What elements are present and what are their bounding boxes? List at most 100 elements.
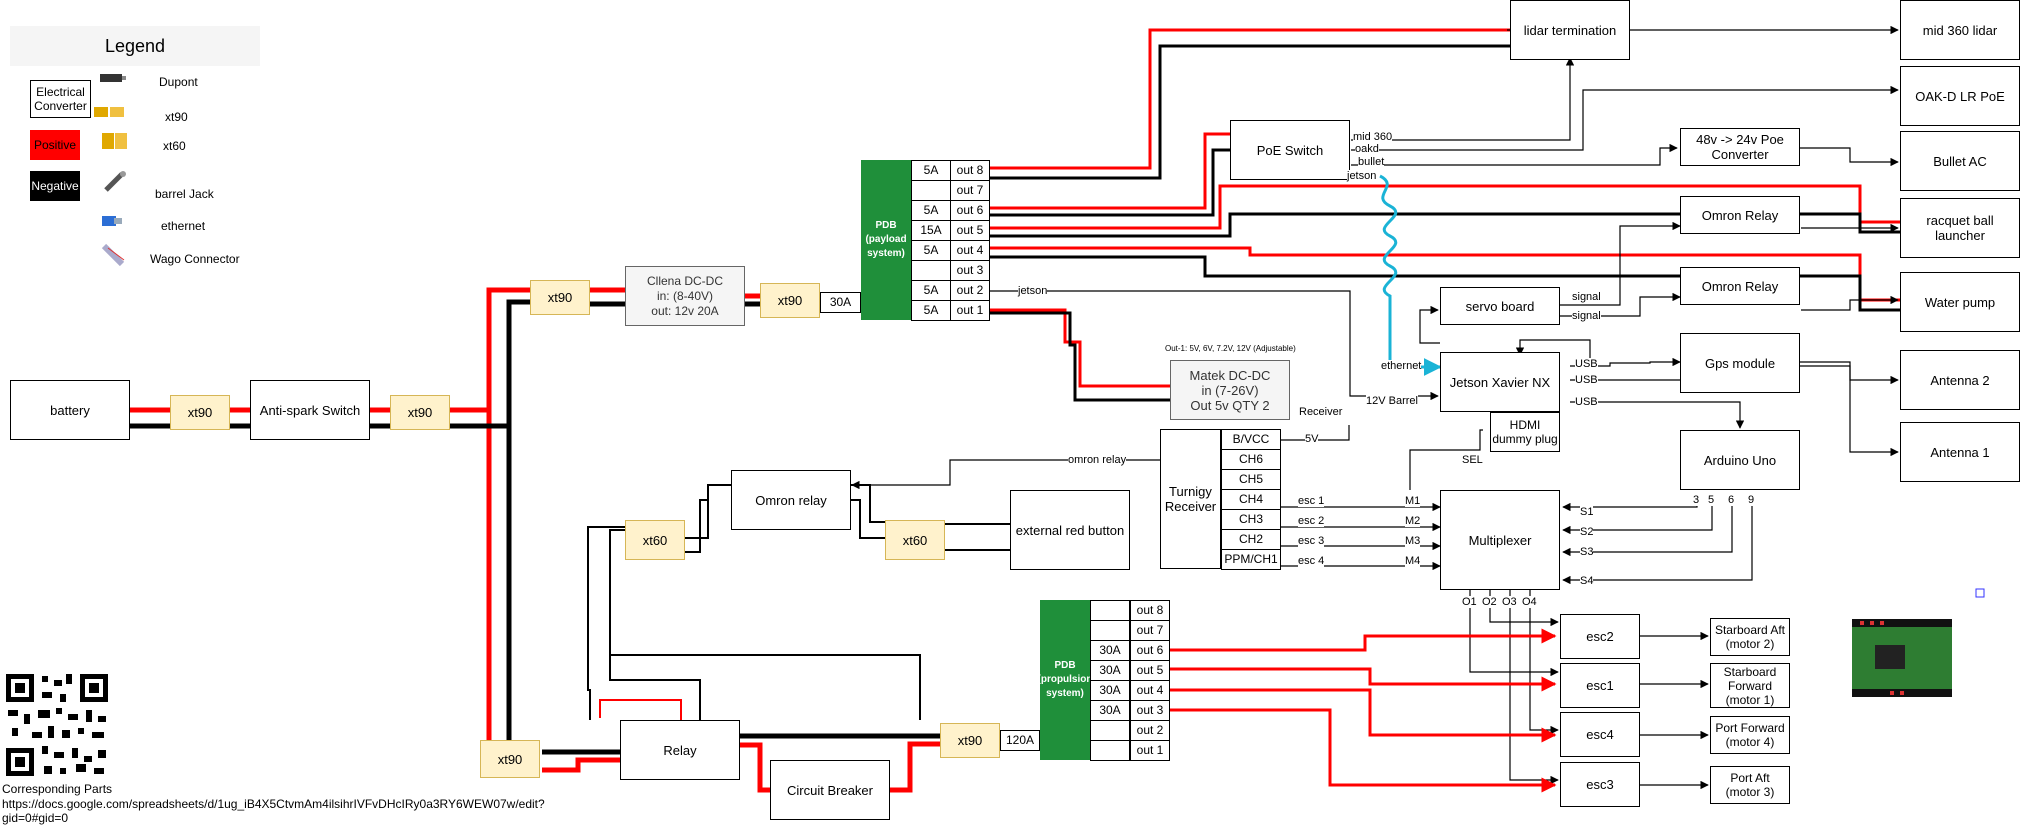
omron-relay-pump: Omron Relay (1680, 267, 1800, 305)
lidar-termination: lidar termination (1510, 0, 1630, 60)
servo-board: servo board (1440, 287, 1560, 325)
label-sel: SEL (1462, 454, 1483, 466)
legend-barrel-jack-label: barrel Jack (155, 187, 214, 201)
label-oakd: oakd (1355, 143, 1379, 155)
propulsion-fuse-cell (1090, 740, 1130, 761)
label-bullet: bullet (1358, 156, 1385, 168)
relay-power-wires (542, 733, 1010, 793)
label-o4: O4 (1522, 596, 1537, 608)
payload-output-cell: out 2 (950, 280, 990, 301)
legend-wago-label: Wago Connector (150, 252, 240, 266)
payload-fuse-cell: 5A (911, 200, 951, 221)
propulsion-output-cell: out 2 (1130, 720, 1170, 741)
payload-output-cell: out 1 (950, 300, 990, 321)
label-s3: S3 (1580, 546, 1594, 558)
xt90-connector: xt90 (530, 280, 590, 315)
omron-relay-main: Omron relay (731, 470, 851, 530)
esc4: esc4 (1560, 712, 1640, 757)
motor-starboard-aft: Starboard Aft (motor 2) (1710, 618, 1790, 656)
label-esc-4: esc 4 (1298, 555, 1325, 567)
circuit-breaker: Circuit Breaker (770, 760, 890, 820)
label-ethernet: ethernet (1381, 360, 1422, 372)
legend-ethernet-label: ethernet (161, 219, 206, 233)
xt90-icon (94, 107, 124, 117)
legend-negative: Negative (30, 171, 80, 201)
label-signal-2: signal (1572, 310, 1601, 322)
label-usb-3: USB (1575, 396, 1598, 408)
payload-fuse-cell: 5A (911, 160, 951, 181)
payload-output-cell: out 8 (950, 160, 990, 181)
poe-converter: 48v -> 24v Poe Converter (1680, 128, 1800, 166)
bullet-ac: Bullet AC (1900, 131, 2020, 191)
jetson-xavier-nx: Jetson Xavier NX (1440, 352, 1560, 412)
ethernet-wire (1379, 174, 1442, 376)
water-pump: Water pump (1900, 272, 2020, 332)
esc3: esc3 (1560, 762, 1640, 807)
label-s1: S1 (1580, 506, 1594, 518)
xt60-connector: xt60 (625, 520, 685, 560)
xt90-connector: xt90 (390, 395, 450, 430)
multiplexer: Multiplexer (1440, 490, 1560, 590)
battery-box: battery (10, 380, 130, 440)
receiver-channel: B/VCC (1221, 429, 1281, 450)
payload-pdb: PDB (payload system) (861, 160, 911, 320)
propulsion-fuse-cell: 30A (1090, 680, 1130, 701)
xt90-connector: xt90 (170, 395, 230, 430)
xt60-connector: xt60 (885, 520, 945, 560)
parts-label: Corresponding Parts (2, 782, 113, 796)
payload-fuse-cell: 5A (911, 240, 951, 261)
anti-spark-switch: Anti-spark Switch (250, 380, 370, 440)
legend-dupont-label: Dupont (159, 75, 198, 89)
label-o1: O1 (1462, 596, 1477, 608)
payload-output-cell: out 4 (950, 240, 990, 261)
barrel-jack-icon (104, 171, 126, 192)
propulsion-fuse-cell (1090, 600, 1130, 621)
payload-fuse-cell: 5A (911, 300, 951, 321)
propulsion-pdb: PDB (propulsion system) (1038, 600, 1093, 760)
propulsion-output-cell: out 1 (1130, 740, 1170, 761)
external-red-button: external red button (1010, 490, 1130, 570)
legend-electrical-converter: Electrical Converter (30, 80, 91, 118)
arduino-uno: Arduino Uno (1680, 430, 1800, 490)
payload-output-cell: out 3 (950, 260, 990, 281)
legend-title: Legend (10, 26, 260, 66)
label-m3: M3 (1405, 535, 1421, 547)
label-jetson-pdb: jetson (1018, 285, 1048, 297)
propulsion-output-cell: out 3 (1130, 700, 1170, 721)
label-s2: S2 (1580, 526, 1594, 538)
turnigy-receiver: Turnigy Receiver (1160, 429, 1221, 569)
label-o3: O3 (1502, 596, 1517, 608)
poe-switch: PoE Switch (1230, 120, 1350, 180)
label-mid360: mid 360 (1353, 131, 1393, 143)
motor-port-forward: Port Forward (motor 4) (1710, 716, 1790, 754)
label-esc-1: esc 1 (1298, 495, 1325, 507)
label-receiver: Receiver (1299, 406, 1343, 418)
esc-power-wires (1170, 628, 1557, 793)
esc1: esc1 (1560, 663, 1640, 708)
label-omron-relay: omron relay (1068, 454, 1127, 466)
hdmi-dummy-plug: HDMI dummy plug (1490, 412, 1560, 452)
propulsion-fuse-cell: 30A (1090, 640, 1130, 661)
xt60-icon (102, 133, 127, 149)
label-s4: S4 (1580, 575, 1594, 587)
label-usb-2: USB (1575, 374, 1598, 386)
omron-relay-launcher: Omron Relay (1680, 196, 1800, 234)
receiver-channel: CH4 (1221, 489, 1281, 510)
receiver-channel: CH6 (1221, 449, 1281, 470)
propulsion-output-cell: out 7 (1130, 620, 1170, 641)
payload-fuse-cell (911, 260, 951, 281)
motor-port-aft: Port Aft (motor 3) (1710, 766, 1790, 804)
parts-url-link[interactable]: https://docs.google.com/spreadsheets/d/1… (2, 797, 545, 825)
dupont-icon (100, 74, 126, 82)
label-esc-3: esc 3 (1298, 535, 1325, 547)
relay-box: Relay (620, 720, 740, 780)
label-pin-5: 5 (1708, 494, 1715, 506)
label-pin-9: 9 (1748, 494, 1755, 506)
propulsion-output-cell: out 8 (1130, 600, 1170, 621)
racquet-ball-launcher: racquet ball launcher (1900, 198, 2020, 258)
propulsion-output-cell: out 4 (1130, 680, 1170, 701)
label-o2: O2 (1482, 596, 1497, 608)
legend-xt60-label: xt60 (163, 139, 186, 153)
propulsion-fuse-cell (1090, 720, 1130, 741)
payload-fuse-cell (911, 180, 951, 201)
